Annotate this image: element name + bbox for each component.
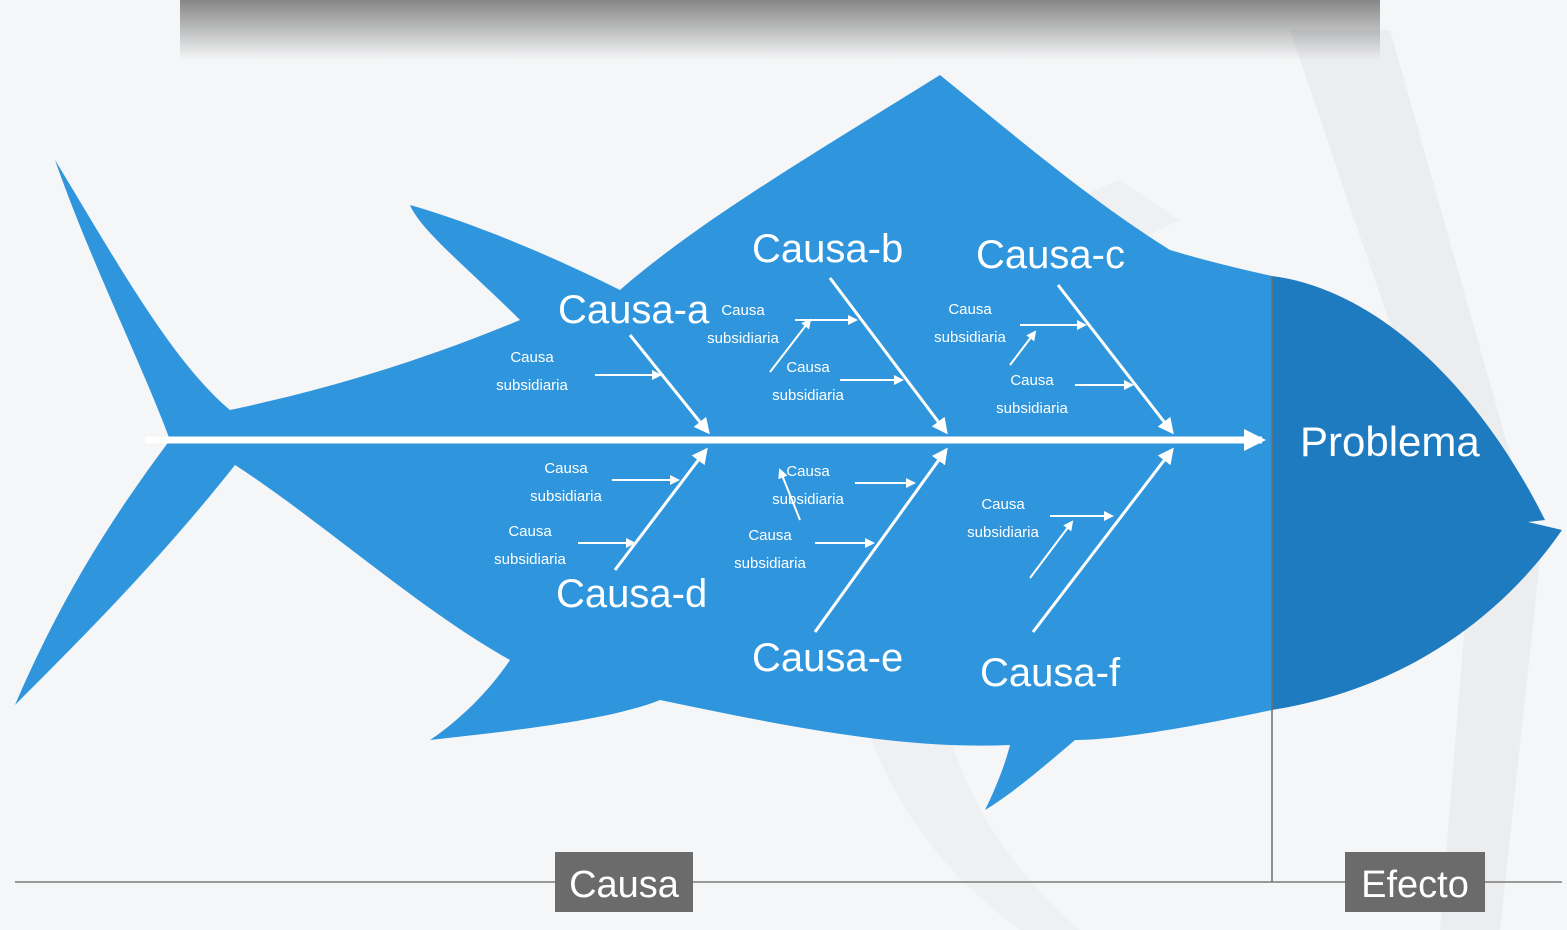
sub-cause-line2: subsidiaria	[530, 488, 602, 505]
sub-cause-line2: subsidiaria	[494, 551, 566, 568]
sub-cause-line2: subsidiaria	[772, 387, 844, 404]
sub-cause-label: Causa subsidiaria	[996, 372, 1068, 417]
cause-b-label: Causa-b	[752, 227, 903, 271]
sub-cause-line1: Causa	[544, 460, 588, 477]
sub-cause-line1: Causa	[948, 301, 992, 318]
effect-box-label: Efecto	[1361, 864, 1469, 906]
sub-cause-label: Causa subsidiaria	[734, 527, 806, 572]
cause-box: Causa	[555, 852, 693, 912]
sub-cause-label: Causa subsidiaria	[967, 496, 1039, 541]
sub-cause-line2: subsidiaria	[996, 400, 1068, 417]
sub-cause-line2: subsidiaria	[707, 330, 779, 347]
sub-arrow	[778, 468, 801, 521]
sub-cause-line2: subsidiaria	[734, 555, 806, 572]
sub-cause-line1: Causa	[748, 527, 792, 544]
sub-cause-line1: Causa	[786, 463, 830, 480]
sub-cause-line2: subsidiaria	[934, 329, 1006, 346]
sub-cause-line2: subsidiaria	[772, 491, 844, 508]
sub-cause-line1: Causa	[510, 349, 554, 366]
bone-a	[628, 334, 710, 435]
sub-cause-label: Causa subsidiaria	[496, 349, 568, 394]
sub-cause-label: Causa subsidiaria	[707, 302, 779, 347]
cause-box-label: Causa	[569, 864, 680, 906]
sub-cause-line2: subsidiaria	[967, 524, 1039, 541]
sub-cause-line1: Causa	[1010, 372, 1054, 389]
sub-cause-label: Causa subsidiaria	[494, 523, 566, 568]
cause-f-label: Causa-f	[980, 651, 1121, 695]
sub-cause-line1: Causa	[721, 302, 765, 319]
sub-arrow	[1009, 330, 1037, 366]
sub-cause-label: Causa subsidiaria	[772, 463, 844, 508]
sub-cause-line2: subsidiaria	[496, 377, 568, 394]
sub-cause-line1: Causa	[508, 523, 552, 540]
bone-d	[613, 447, 708, 571]
problem-label: Problema	[1300, 418, 1480, 465]
sub-arrow	[1029, 520, 1074, 579]
bone-e	[813, 447, 948, 633]
main-bones	[613, 277, 1174, 633]
sub-cause-label: Causa subsidiaria	[530, 460, 602, 505]
sub-cause-label: Causa subsidiaria	[772, 359, 844, 404]
fish-head	[1272, 276, 1562, 710]
sub-cause-line1: Causa	[981, 496, 1025, 513]
sub-arrow	[769, 318, 812, 373]
cause-d-label: Causa-d	[556, 572, 707, 616]
top-shadow-bar	[180, 0, 1380, 60]
sub-cause-line1: Causa	[786, 359, 830, 376]
cause-c-label: Causa-c	[976, 233, 1125, 277]
bone-b	[828, 277, 948, 435]
effect-box: Efecto	[1345, 852, 1485, 912]
bone-c	[1056, 284, 1174, 435]
sub-arrows	[578, 315, 1134, 579]
cause-e-label: Causa-e	[752, 636, 903, 680]
cause-a-label: Causa-a	[558, 288, 710, 332]
sub-cause-label: Causa subsidiaria	[934, 301, 1006, 346]
bone-f	[1031, 447, 1174, 633]
